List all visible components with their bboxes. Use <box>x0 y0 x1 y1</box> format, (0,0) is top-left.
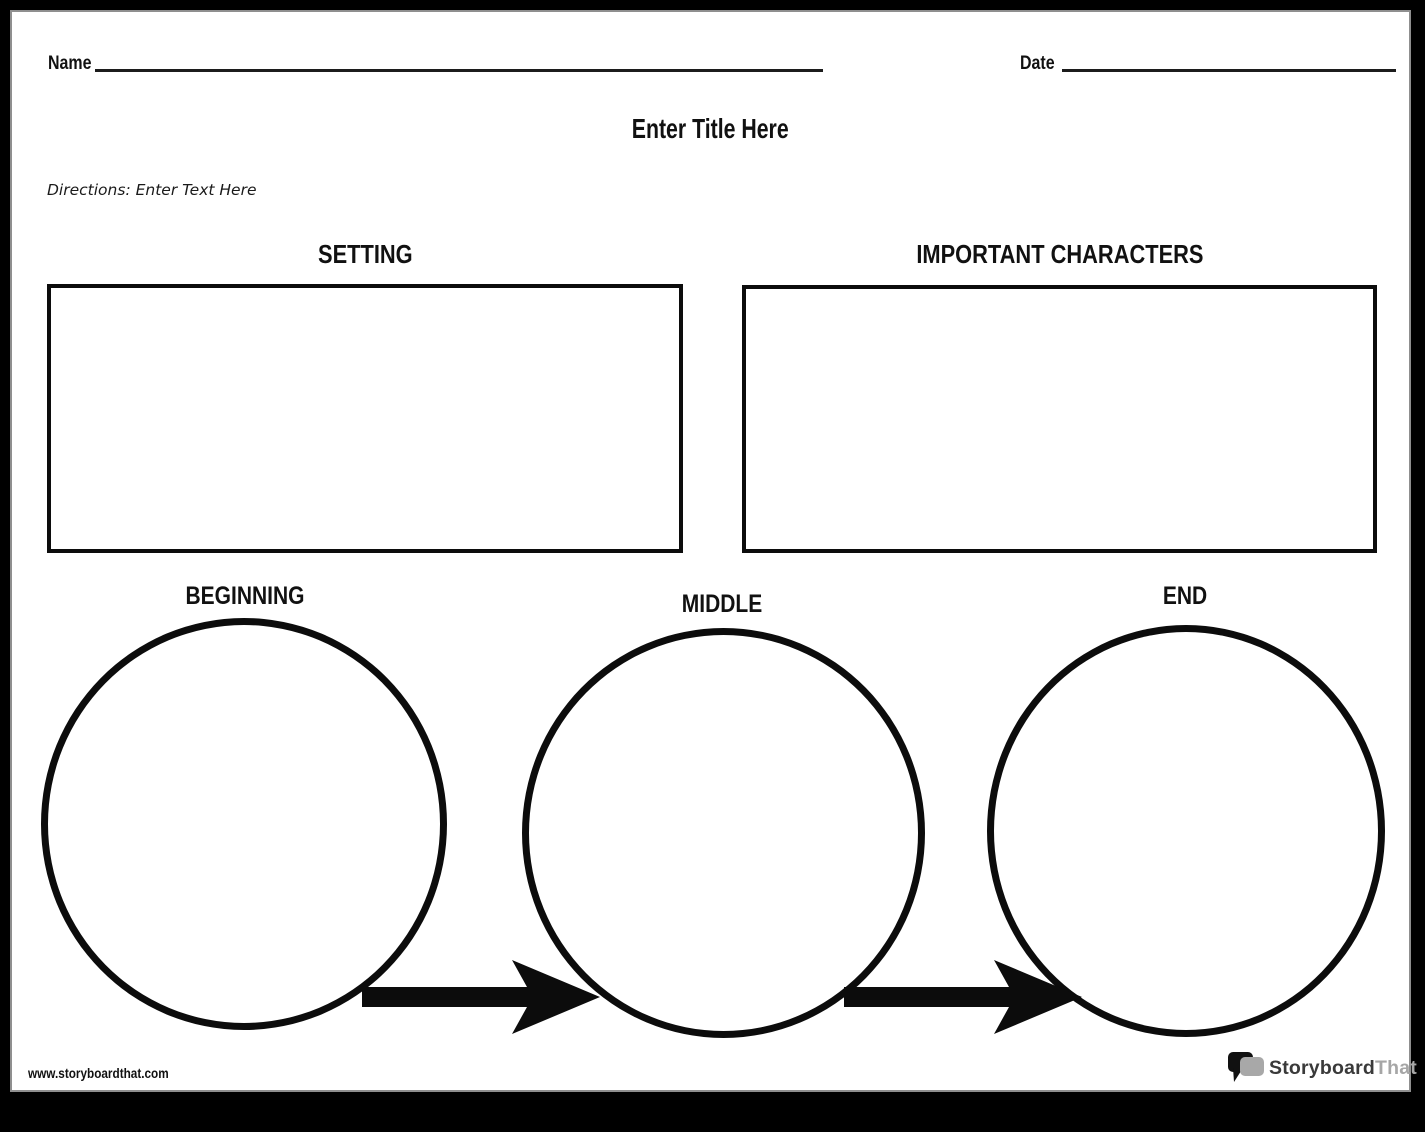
setting-answer-box[interactable] <box>47 284 683 553</box>
end-circle[interactable] <box>987 625 1385 1037</box>
beginning-label: BEGINNING <box>185 582 305 610</box>
middle-label: MIDDLE <box>681 590 763 618</box>
logo-text: StoryboardThat <box>1269 1057 1417 1080</box>
setting-label: SETTING <box>317 239 413 269</box>
name-label: Name <box>48 53 92 74</box>
end-label: END <box>1162 582 1208 610</box>
speech-bubbles-icon <box>1228 1052 1264 1082</box>
middle-circle[interactable] <box>522 628 925 1038</box>
logo-text-primary: Storyboard <box>1269 1057 1376 1079</box>
worksheet-page: Name Date Enter Title Here Directions: E… <box>10 10 1417 1092</box>
right-arrow-icon <box>362 960 600 1034</box>
worksheet-title[interactable]: Enter Title Here <box>12 113 1409 145</box>
right-arrow-icon <box>844 960 1082 1034</box>
beginning-circle[interactable] <box>41 618 447 1030</box>
name-input-line[interactable] <box>95 69 823 72</box>
date-input-line[interactable] <box>1062 69 1396 72</box>
directions-text[interactable]: Directions: Enter Text Here <box>47 181 257 199</box>
logo-text-secondary: That <box>1375 1057 1417 1079</box>
website-url: www.storyboardthat.com <box>28 1065 169 1081</box>
characters-label: IMPORTANT CHARACTERS <box>915 239 1204 269</box>
characters-answer-box[interactable] <box>742 285 1377 553</box>
date-label: Date <box>1020 53 1055 74</box>
storyboardthat-logo: StoryboardThat <box>1228 1052 1417 1085</box>
worksheet-title-text: Enter Title Here <box>632 113 789 144</box>
